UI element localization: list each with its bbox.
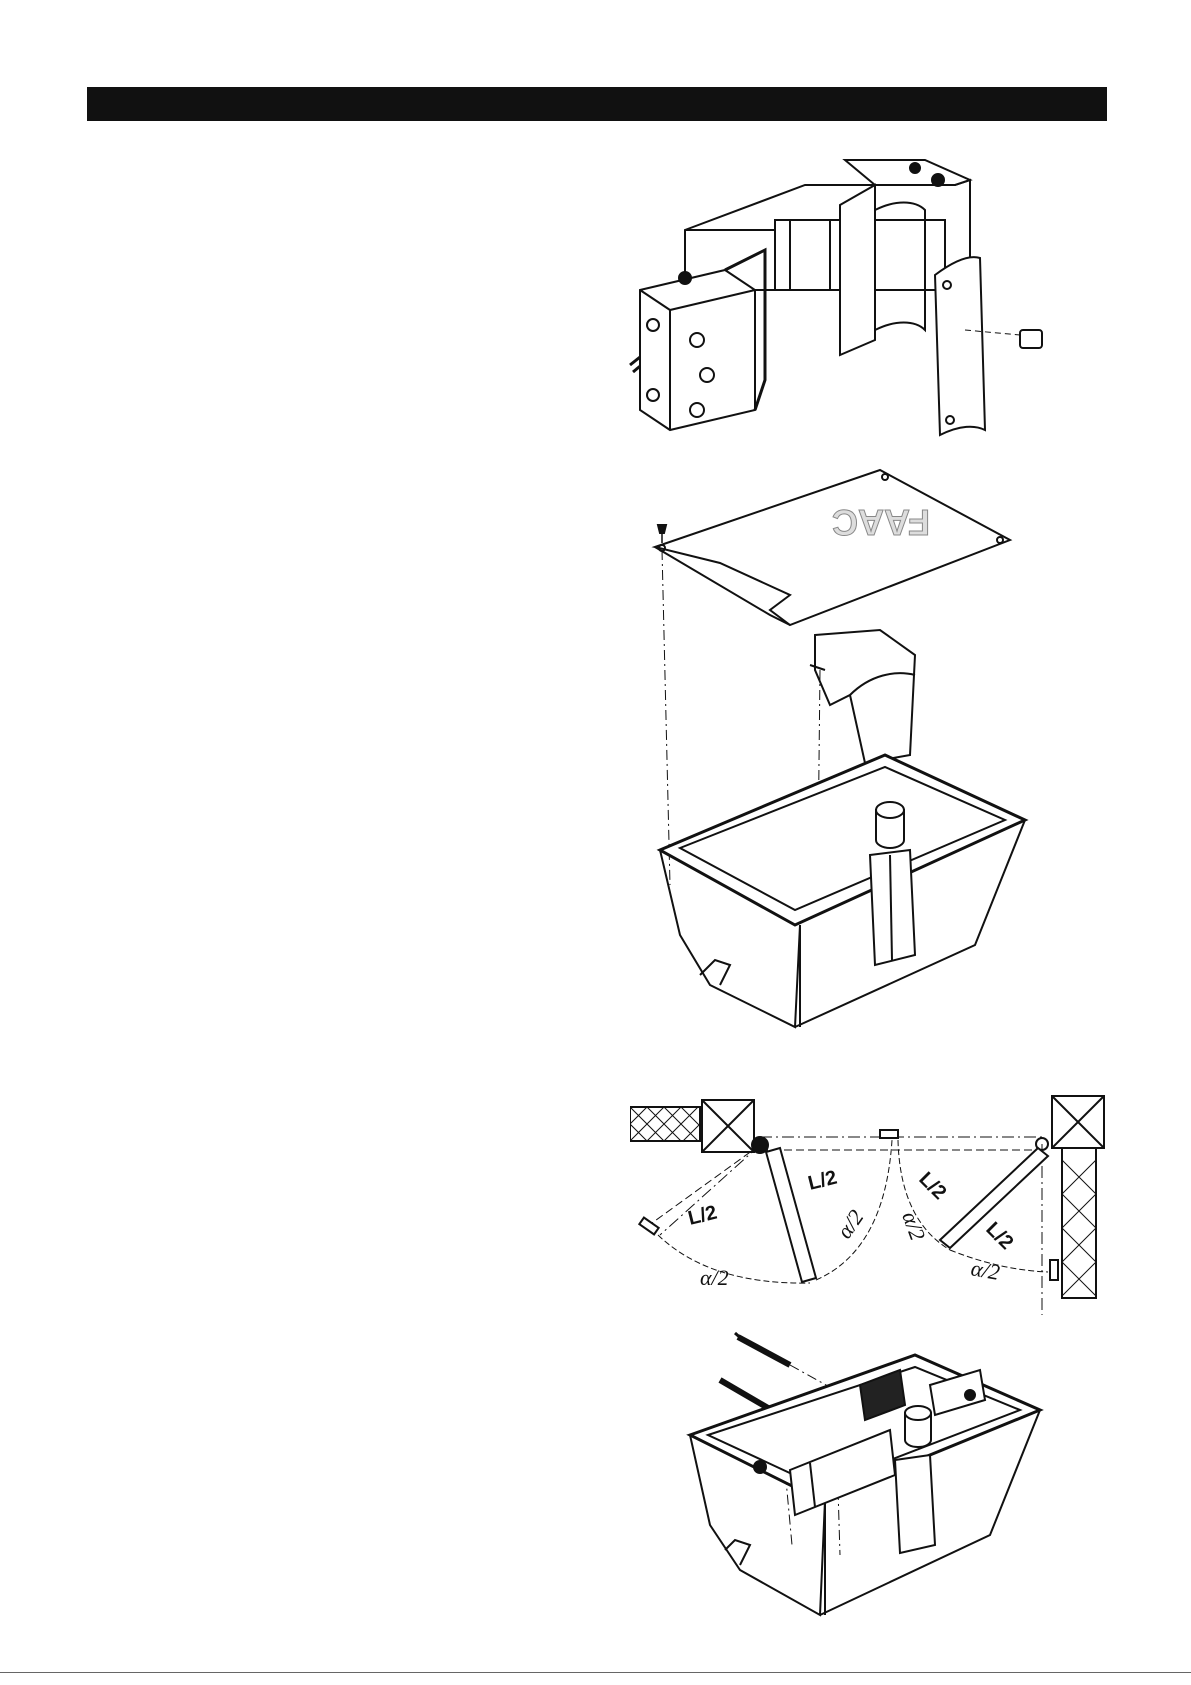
- half-length-label-top-left: L/2: [806, 1167, 839, 1195]
- half-angle-label-bottom-right: α/2: [969, 1255, 1002, 1285]
- half-length-label-left: L/2: [686, 1202, 719, 1230]
- operator-unit-illustration: [625, 140, 1105, 450]
- half-length-label-top-right: L/2: [914, 1168, 950, 1204]
- half-angle-label-bottom-left: α/2: [700, 1265, 729, 1290]
- foundation-box-exploded-illustration: FAAC: [640, 455, 1060, 1035]
- half-angle-label-center: α/2: [832, 1205, 869, 1243]
- cover-logo-text: FAAC: [832, 502, 930, 543]
- page-bottom-rule: [0, 1672, 1191, 1673]
- gate-geometry-diagram: L/2 L/2 L/2 L/2 α/2 α/2 α/2 α/2: [630, 1090, 1110, 1315]
- half-angle-label-right-upper: α/2: [897, 1208, 930, 1243]
- section-header-bar: [87, 87, 1107, 121]
- half-length-label-right: L/2: [981, 1218, 1017, 1254]
- operator-in-box-illustration: [680, 1325, 1060, 1665]
